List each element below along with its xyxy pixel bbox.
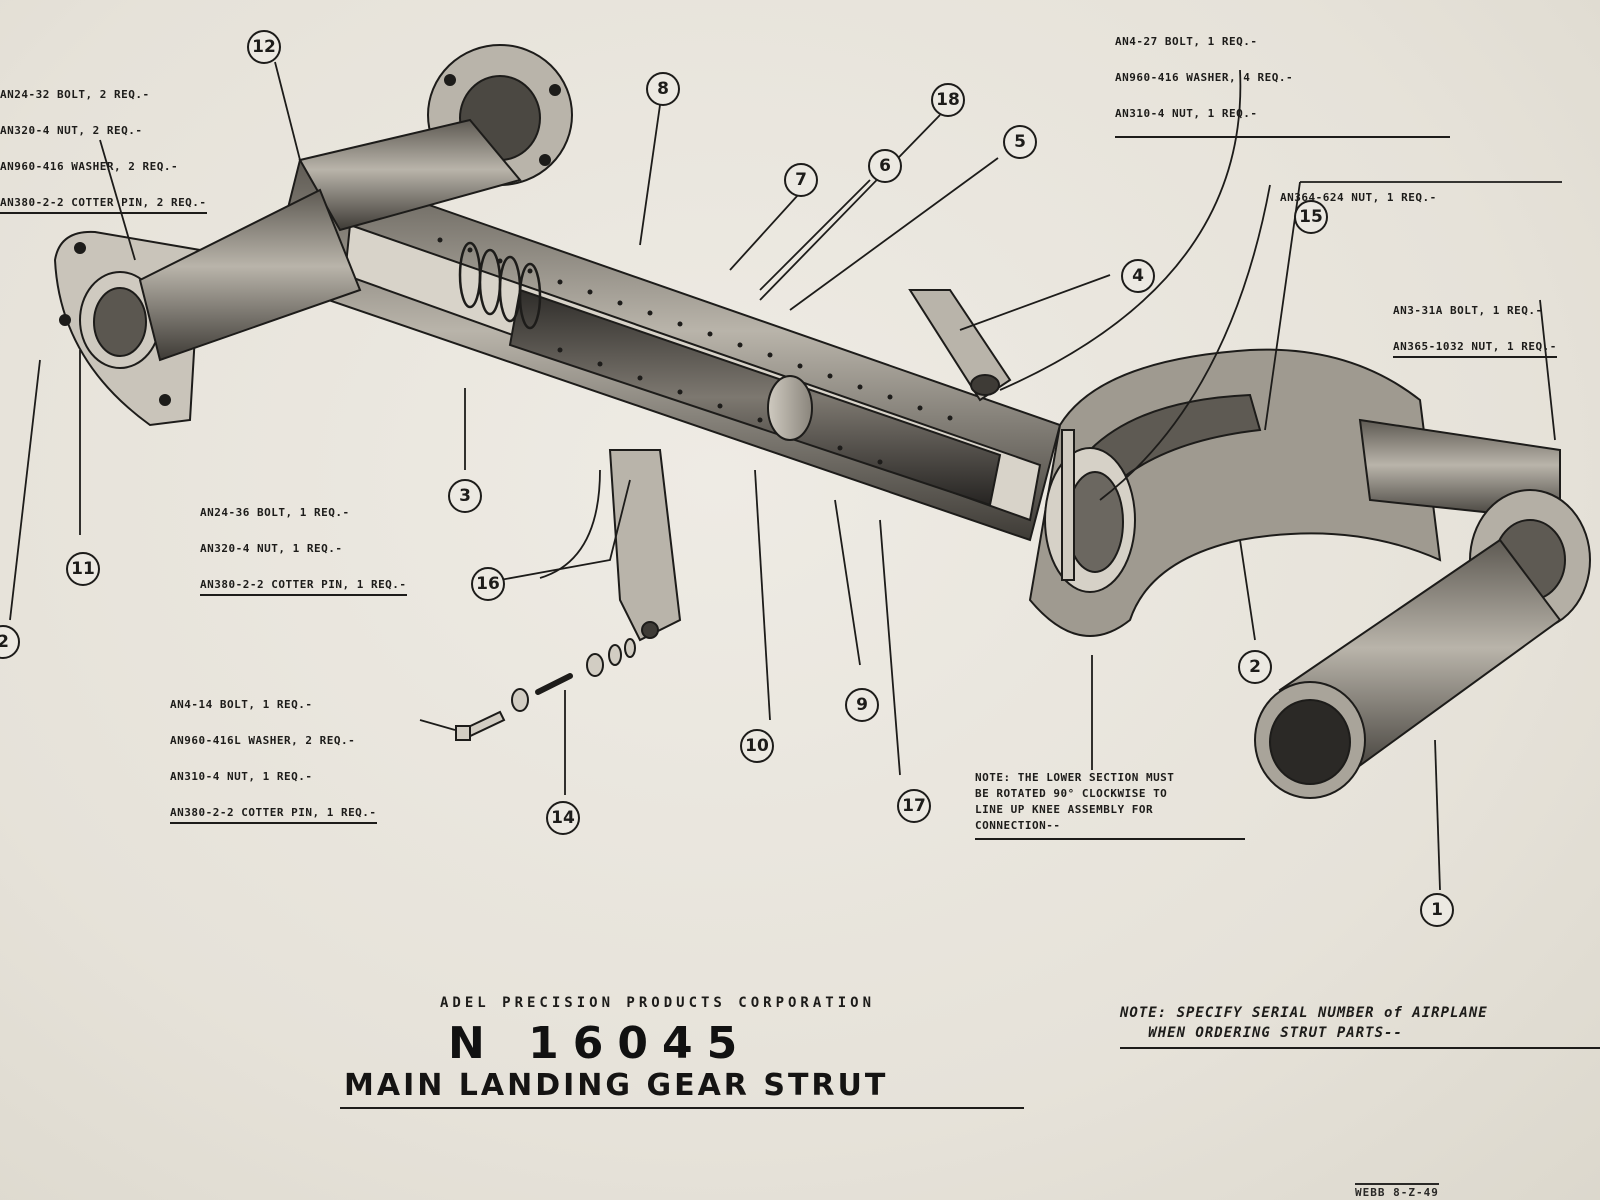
callout-16: 16 bbox=[471, 567, 505, 601]
upper-mounting-flange bbox=[298, 44, 573, 232]
note-line: AN4-27 BOLT, 1 REQ.- bbox=[1115, 35, 1258, 48]
knee-rotation-note: NOTE: THE LOWER SECTION MUST BE ROTATED … bbox=[975, 770, 1245, 840]
note-line: AN380-2-2 COTTER PIN, 1 REQ.- bbox=[170, 807, 377, 824]
callout-3: 3 bbox=[448, 479, 482, 513]
callout-11: 11 bbox=[66, 552, 100, 586]
note-line: AN364-624 NUT, 1 REQ.- bbox=[1280, 191, 1437, 204]
note-line: AN960-416 WASHER, 4 REQ.- bbox=[1115, 71, 1294, 84]
callout-15: 15 bbox=[1294, 200, 1328, 234]
note-line: AN24-32 BOLT, 2 REQ.- bbox=[0, 88, 150, 101]
leader-lines bbox=[9, 61, 1562, 891]
exploded-hardware bbox=[455, 638, 636, 741]
note-line: AN960-416L WASHER, 2 REQ.- bbox=[170, 734, 356, 747]
note-line: AN4-14 BOLT, 1 REQ.- bbox=[170, 698, 313, 711]
callout-1: 1 bbox=[1420, 893, 1454, 927]
hardware-note-top-right: AN4-27 BOLT, 1 REQ.- AN960-416 WASHER, 4… bbox=[1115, 12, 1450, 150]
callout-14: 14 bbox=[546, 801, 580, 835]
note-line: AN24-36 BOLT, 1 REQ.- bbox=[200, 506, 350, 519]
hardware-note-top-left: AN24-32 BOLT, 2 REQ.- AN320-4 NUT, 2 REQ… bbox=[0, 65, 207, 226]
drawing-stamp: WEBB 8-Z-49 bbox=[1355, 1183, 1439, 1199]
serial-number-note: NOTE: SPECIFY SERIAL NUMBER of AIRPLANE … bbox=[1120, 1003, 1600, 1049]
note-line: AN3-31A BOLT, 1 REQ.- bbox=[1393, 304, 1543, 317]
note-line: AN320-4 NUT, 2 REQ.- bbox=[0, 124, 143, 137]
callout-7: 7 bbox=[784, 163, 818, 197]
callout-5: 5 bbox=[1003, 125, 1037, 159]
hardware-note-lower-left: AN4-14 BOLT, 1 REQ.- AN960-416L WASHER, … bbox=[170, 675, 377, 836]
part-number: N 16045 bbox=[448, 1018, 752, 1069]
left-mounting-flange bbox=[53, 188, 362, 427]
note-line: AN380-2-2 COTTER PIN, 1 REQ.- bbox=[200, 579, 407, 596]
axle-tube bbox=[1254, 489, 1591, 799]
note-line: AN960-416 WASHER, 2 REQ.- bbox=[0, 160, 179, 173]
callout-9: 9 bbox=[845, 688, 879, 722]
note-line: AN310-4 NUT, 1 REQ.- bbox=[1115, 108, 1450, 138]
note-line: AN310-4 NUT, 1 REQ.- bbox=[170, 770, 313, 783]
note-line: AN320-4 NUT, 1 REQ.- bbox=[200, 542, 343, 555]
note-line: AN365-1032 NUT, 1 REQ.- bbox=[1393, 341, 1557, 358]
callout-2: 2 bbox=[1238, 650, 1272, 684]
lower-link-bracket bbox=[608, 449, 682, 642]
callout-8: 8 bbox=[646, 72, 680, 106]
note-line: AN380-2-2 COTTER PIN, 2 REQ.- bbox=[0, 197, 207, 214]
drawing-title: MAIN LANDING GEAR STRUT bbox=[340, 1068, 1024, 1109]
knee-assembly bbox=[1028, 348, 1561, 637]
hardware-note-nut: AN364-624 NUT, 1 REQ.- bbox=[1280, 168, 1520, 216]
callout-12: 12 bbox=[247, 30, 281, 64]
company-name: ADEL PRECISION PRODUCTS CORPORATION bbox=[440, 995, 876, 1011]
callout-17: 17 bbox=[897, 789, 931, 823]
callout-4: 4 bbox=[1121, 259, 1155, 293]
main-cylinder bbox=[268, 158, 1062, 542]
callout-18: 18 bbox=[931, 83, 965, 117]
hardware-note-mid-left: AN24-36 BOLT, 1 REQ.- AN320-4 NUT, 1 REQ… bbox=[200, 483, 407, 608]
hardware-note-right-bolt: AN3-31A BOLT, 1 REQ.- AN365-1032 NUT, 1 … bbox=[1393, 281, 1557, 370]
torque-link-bracket bbox=[908, 289, 1012, 402]
callout-6: 6 bbox=[868, 149, 902, 183]
callout-10: 10 bbox=[740, 729, 774, 763]
